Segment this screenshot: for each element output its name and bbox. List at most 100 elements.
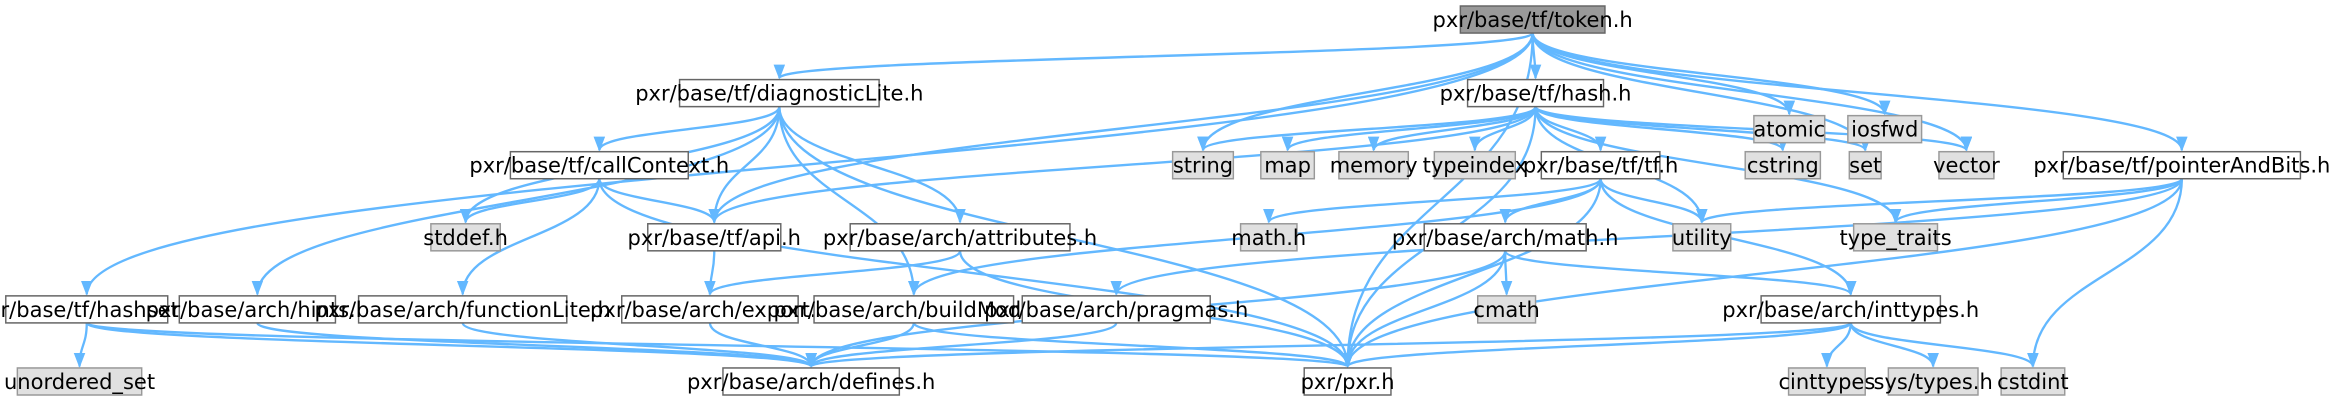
node-box-defines	[722, 367, 901, 396]
node-hash[interactable]: pxr/base/tf/hash.h	[1440, 78, 1632, 108]
edge-callctx-to-tfapi	[598, 178, 720, 224]
edge-diag-to-buildmode	[778, 106, 920, 296]
node-label-atomic: atomic	[1753, 117, 1825, 142]
node-box-diag	[678, 78, 880, 108]
node-box-atomic	[1753, 114, 1826, 144]
node-box-buildmode	[813, 295, 1015, 324]
node-box-set	[1848, 150, 1882, 180]
node-box-tfapi	[647, 223, 782, 252]
node-box-typeindex	[1433, 150, 1517, 180]
node-label-tfh: pxr/base/tf/tf.h	[1523, 153, 1679, 178]
node-map: map	[1260, 150, 1316, 180]
node-set: set	[1848, 150, 1882, 180]
node-hashset[interactable]: pxr/base/tf/hashset.h	[0, 295, 199, 324]
node-inttypes[interactable]: pxr/base/arch/inttypes.h	[1722, 295, 1979, 324]
node-atomic: atomic	[1753, 114, 1826, 144]
edge-inttypes-to-cstdint	[1849, 322, 2039, 368]
node-label-pragmas: pxr/base/arch/pragmas.h	[984, 297, 1248, 322]
node-label-defines: pxr/base/arch/defines.h	[687, 369, 935, 394]
node-label-mathh: math.h	[1231, 225, 1306, 250]
node-label-archmath: pxr/base/arch/math.h	[1392, 225, 1619, 250]
node-box-pragmas	[1021, 295, 1211, 324]
node-box-tfh	[1540, 150, 1661, 180]
node-box-typetraits	[1852, 223, 1939, 252]
node-box-ptrbits	[2062, 150, 2302, 180]
node-string: string	[1171, 150, 1235, 180]
node-label-export: pxr/base/arch/export.h	[590, 297, 830, 322]
node-label-map: map	[1264, 153, 1311, 178]
node-box-cinttypes	[1787, 367, 1866, 396]
edge-hints-to-defines	[256, 321, 817, 368]
edge-pragmas-to-defines	[805, 322, 1118, 368]
node-box-memory	[1338, 150, 1410, 180]
node-memory: memory	[1330, 150, 1418, 180]
edge-tfh-to-mathh	[1263, 177, 1602, 224]
edge-callctx-to-funclite	[456, 178, 601, 296]
node-archmath[interactable]: pxr/base/arch/math.h	[1392, 223, 1619, 252]
node-callctx[interactable]: pxr/base/tf/callContext.h	[469, 150, 729, 180]
node-token[interactable]: pxr/base/tf/token.h	[1433, 5, 1633, 34]
node-label-cinttypes: cinttypes	[1778, 369, 1875, 394]
edge-ptrbits-to-cstdint	[2027, 178, 2184, 368]
node-hints[interactable]: pxr/base/arch/hints.h	[146, 295, 369, 324]
edge-diag-to-attrs	[778, 106, 966, 224]
node-label-typetraits: type_traits	[1839, 225, 1951, 250]
node-defines[interactable]: pxr/base/arch/defines.h	[687, 367, 935, 396]
node-pxrh[interactable]: pxr/pxr.h	[1301, 367, 1395, 396]
node-box-unordered	[16, 367, 143, 396]
node-label-memory: memory	[1330, 153, 1418, 178]
node-label-systypes: sys/types.h	[1874, 369, 1993, 394]
edge-attrs-to-export	[704, 250, 962, 296]
edge-ptrbits-to-pragmas	[1110, 178, 2184, 296]
node-label-hashset: pxr/base/tf/hashset.h	[0, 297, 199, 322]
node-box-cmath	[1476, 295, 1537, 324]
graph-scaler: pxr/base/tf/token.h pxr/base/tf/diagnosti…	[0, 5, 2330, 396]
node-label-typeindex: typeindex	[1423, 153, 1527, 178]
edge-inttypes-to-pxrh	[1342, 321, 1852, 368]
node-label-string: string	[1173, 153, 1233, 178]
node-tfapi[interactable]: pxr/base/tf/api.h	[628, 223, 801, 252]
edge-hash-to-tfapi	[708, 106, 1537, 224]
edge-ptrbits-to-utility	[1696, 177, 2184, 224]
node-export[interactable]: pxr/base/arch/export.h	[590, 295, 830, 324]
node-ptrbits[interactable]: pxr/base/tf/pointerAndBits.h	[2033, 150, 2330, 180]
node-box-hints	[178, 295, 337, 324]
node-pragmas[interactable]: pxr/base/arch/pragmas.h	[984, 295, 1248, 324]
node-box-mathh	[1239, 223, 1298, 252]
node-box-attrs	[849, 223, 1071, 252]
node-diag[interactable]: pxr/base/tf/diagnosticLite.h	[635, 78, 923, 108]
node-box-funclite	[357, 295, 568, 324]
edge-buildmode-to-pxrh	[912, 321, 1354, 368]
node-label-callctx: pxr/base/tf/callContext.h	[469, 153, 729, 178]
edge-inttypes-to-cinttypes	[1821, 322, 1852, 368]
node-attrs[interactable]: pxr/base/arch/attributes.h	[823, 223, 1097, 252]
node-box-cstdint	[2000, 367, 2066, 396]
node-tfh[interactable]: pxr/base/tf/tf.h	[1523, 150, 1679, 180]
edge-token-to-hashset	[81, 33, 1534, 296]
edge-archmath-to-pxrh	[1341, 250, 1507, 368]
edge-token-to-diag	[774, 31, 1534, 80]
edge-ptrbits-to-typetraits	[1889, 178, 2184, 224]
edge-callctx-to-pxrh	[598, 178, 1354, 368]
edge-callctx-to-stddef	[459, 178, 601, 224]
node-box-map	[1260, 150, 1316, 180]
node-buildmode[interactable]: pxr/base/arch/buildMode.h	[773, 295, 1054, 324]
node-box-string	[1171, 150, 1235, 180]
node-cstdint: cstdint	[1997, 367, 2069, 396]
node-box-hashset	[5, 295, 169, 324]
node-vector: vector	[1933, 150, 2000, 180]
node-funclite[interactable]: pxr/base/arch/functionLite.h	[315, 295, 611, 324]
node-cstring: cstring	[1744, 150, 1822, 180]
node-box-inttypes	[1760, 295, 1942, 324]
node-utility: utility	[1672, 223, 1732, 252]
node-mathh: math.h	[1231, 223, 1306, 252]
node-stddef: stddef.h	[423, 223, 508, 252]
node-label-ptrbits: pxr/base/tf/pointerAndBits.h	[2033, 153, 2330, 178]
node-label-attrs: pxr/base/arch/attributes.h	[823, 225, 1097, 250]
node-iosfwd: iosfwd	[1847, 114, 1923, 144]
node-unordered: unordered_set	[4, 367, 155, 396]
node-label-vector: vector	[1933, 153, 2000, 178]
node-label-hash: pxr/base/tf/hash.h	[1440, 81, 1632, 106]
node-cinttypes: cinttypes	[1778, 367, 1875, 396]
